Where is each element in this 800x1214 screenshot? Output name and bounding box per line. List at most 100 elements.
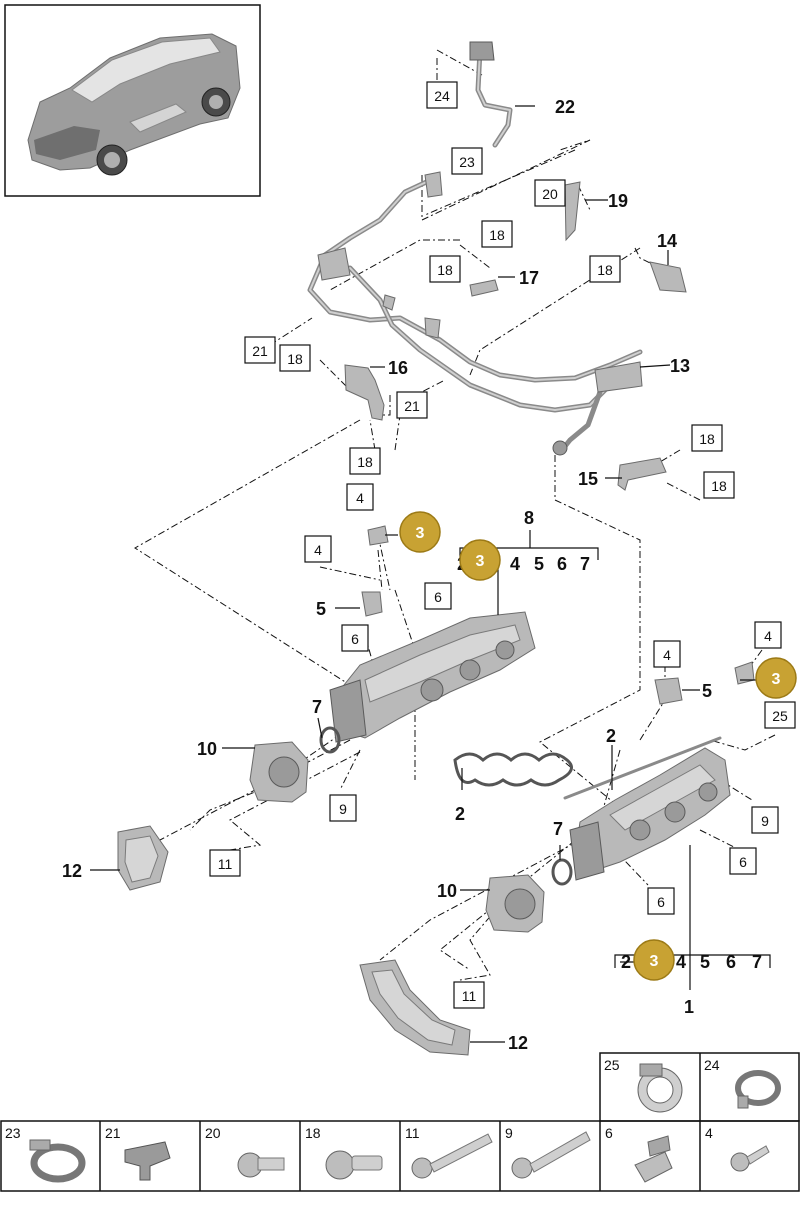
callout-18f: 18 <box>349 447 381 475</box>
svg-text:16: 16 <box>388 358 408 378</box>
svg-text:6: 6 <box>351 631 359 647</box>
svg-text:24: 24 <box>704 1057 720 1073</box>
callout-18d: 18 <box>279 344 311 372</box>
svg-text:13: 13 <box>670 356 690 376</box>
svg-text:3: 3 <box>772 671 781 688</box>
hose-clamp-icon <box>637 1063 683 1113</box>
band-clamp-icon <box>29 1139 86 1183</box>
svg-text:5: 5 <box>316 599 326 619</box>
svg-text:2: 2 <box>621 952 631 972</box>
bracket-clip-icon <box>124 1141 171 1181</box>
svg-text:7: 7 <box>580 554 590 574</box>
svg-text:20: 20 <box>542 186 558 202</box>
svg-text:3: 3 <box>416 525 425 542</box>
svg-text:2: 2 <box>606 726 616 746</box>
callout-4c: 4 <box>653 640 681 668</box>
legend-18: 18 <box>305 1125 383 1180</box>
svg-text:4: 4 <box>705 1125 713 1141</box>
long-bolt-icon <box>411 1133 493 1179</box>
legend-4: 4 <box>705 1125 770 1172</box>
svg-text:6: 6 <box>434 589 442 605</box>
legend-24: 24 <box>704 1057 781 1109</box>
callout-9a: 9 <box>329 794 357 822</box>
vehicle-thumbnail <box>4 4 261 197</box>
svg-text:6: 6 <box>726 952 736 972</box>
callout-24: 24 <box>426 81 458 109</box>
svg-text:18: 18 <box>437 262 453 278</box>
svg-text:7: 7 <box>312 697 322 717</box>
svg-text:4: 4 <box>764 628 772 644</box>
bracket-1-items: 2 4 5 6 7 <box>621 952 762 972</box>
bracket-1 <box>614 954 771 990</box>
bold-callouts: 22 19 14 17 16 13 15 8 5 7 10 2 12 5 2 7… <box>62 97 712 1053</box>
callout-25: 25 <box>764 701 796 729</box>
bracket-8 <box>459 530 599 560</box>
clip-bracket-icon <box>634 1135 673 1183</box>
intake-manifold-right <box>359 661 755 1056</box>
svg-text:24: 24 <box>434 88 450 104</box>
legend-25: 25 <box>604 1057 683 1113</box>
coin-marker: 3 <box>459 539 501 581</box>
long-bolt-icon <box>511 1131 591 1179</box>
svg-text:6: 6 <box>657 894 665 910</box>
spring-clamp-icon <box>735 1070 781 1109</box>
solid-leaders <box>90 105 757 1043</box>
svg-text:11: 11 <box>462 988 477 1004</box>
boxed-callouts: 24 23 20 18 18 18 21 18 21 18 18 18 4 4 … <box>209 81 796 1009</box>
svg-text:12: 12 <box>62 861 82 881</box>
legend-11: 11 <box>405 1125 493 1179</box>
legend-9: 9 <box>505 1125 591 1179</box>
legend-20: 20 <box>205 1125 285 1178</box>
svg-text:8: 8 <box>524 508 534 528</box>
short-bolt-icon <box>237 1152 285 1178</box>
leader-lines <box>134 49 776 981</box>
svg-text:5: 5 <box>700 952 710 972</box>
svg-text:17: 17 <box>519 268 539 288</box>
svg-text:11: 11 <box>405 1125 420 1141</box>
svg-text:4: 4 <box>663 647 671 663</box>
svg-text:18: 18 <box>711 478 727 494</box>
legend-6: 6 <box>605 1125 673 1183</box>
svg-text:18: 18 <box>489 227 505 243</box>
callout-4a: 4 <box>346 483 374 511</box>
svg-text:11: 11 <box>218 856 233 872</box>
svg-text:6: 6 <box>605 1125 613 1141</box>
coin-marker: 3 <box>633 939 675 981</box>
legend-21: 21 <box>105 1125 171 1181</box>
svg-text:9: 9 <box>339 801 347 817</box>
callout-6b: 6 <box>341 624 369 652</box>
callout-6a: 6 <box>424 582 452 610</box>
callout-4b: 4 <box>304 535 332 563</box>
flange-bolt-icon <box>325 1150 383 1180</box>
svg-text:18: 18 <box>287 351 303 367</box>
svg-text:4: 4 <box>510 554 520 574</box>
svg-text:4: 4 <box>314 542 322 558</box>
callout-6d: 6 <box>647 887 675 915</box>
callout-18a: 18 <box>481 220 513 248</box>
svg-text:21: 21 <box>105 1125 121 1141</box>
parts-legend: 25 24 23 21 20 18 11 9 6 4 <box>0 1052 800 1192</box>
coin-marker: 3 <box>399 511 441 553</box>
legend-23: 23 <box>5 1125 86 1183</box>
svg-text:14: 14 <box>657 231 677 251</box>
callout-18c: 18 <box>589 255 621 283</box>
callout-18b: 18 <box>429 255 461 283</box>
svg-text:4: 4 <box>356 490 364 506</box>
svg-text:15: 15 <box>578 469 598 489</box>
coin-marker: 3 <box>755 657 797 699</box>
svg-text:18: 18 <box>305 1125 321 1141</box>
svg-text:9: 9 <box>505 1125 513 1141</box>
svg-text:9: 9 <box>761 813 769 829</box>
svg-text:20: 20 <box>205 1125 221 1141</box>
callout-6c: 6 <box>729 847 757 875</box>
callout-23: 23 <box>451 147 483 175</box>
callout-9b: 9 <box>751 806 779 834</box>
svg-text:25: 25 <box>772 708 788 724</box>
coolant-hoses <box>307 41 687 491</box>
callout-21a: 21 <box>244 336 276 364</box>
callout-18e: 18 <box>691 424 723 452</box>
svg-text:19: 19 <box>608 191 628 211</box>
svg-text:1: 1 <box>684 997 694 1017</box>
screw-icon <box>730 1145 770 1172</box>
coin-markers: 3 3 3 3 <box>399 511 797 981</box>
